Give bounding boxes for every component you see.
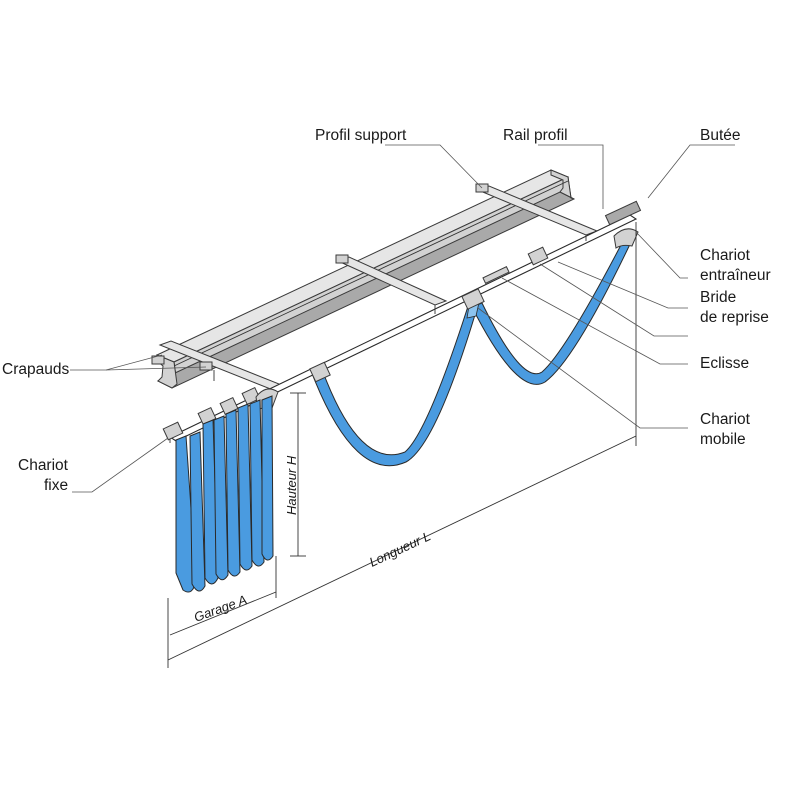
- bride-de-reprise-label-line1: Bride: [700, 289, 736, 306]
- garage-loops: [162, 386, 279, 593]
- festoon-loops: [309, 200, 642, 467]
- chariot-mobile-label-line1: Chariot: [700, 411, 751, 428]
- rail-profile: [168, 214, 638, 446]
- rail-profil-label: Rail profil: [503, 127, 568, 144]
- chariot-mobile-label-line2: mobile: [700, 431, 746, 448]
- chariot-entraineur-label-line2: entraîneur: [700, 267, 771, 284]
- butee-label: Butée: [700, 127, 741, 144]
- support-arms: [151, 183, 599, 391]
- chariot-fixe-label-line2: fixe: [44, 477, 68, 494]
- callout-labels: Profil support Rail profil Butée Chariot…: [2, 127, 771, 494]
- garage-label: Garage A: [192, 592, 249, 625]
- crapauds-label: Crapauds: [2, 361, 69, 378]
- leader-lines: [70, 144, 735, 493]
- hauteur-label: Hauteur H: [284, 455, 299, 515]
- chariot-entraineur-label-line1: Chariot: [700, 247, 751, 264]
- eclisse-label: Eclisse: [700, 355, 749, 372]
- profil-support-label: Profil support: [315, 127, 407, 144]
- longueur-label: Longueur L: [367, 528, 433, 569]
- bride-de-reprise-label-line2: de reprise: [700, 309, 769, 326]
- chariot-fixe-label-line1: Chariot: [18, 457, 69, 474]
